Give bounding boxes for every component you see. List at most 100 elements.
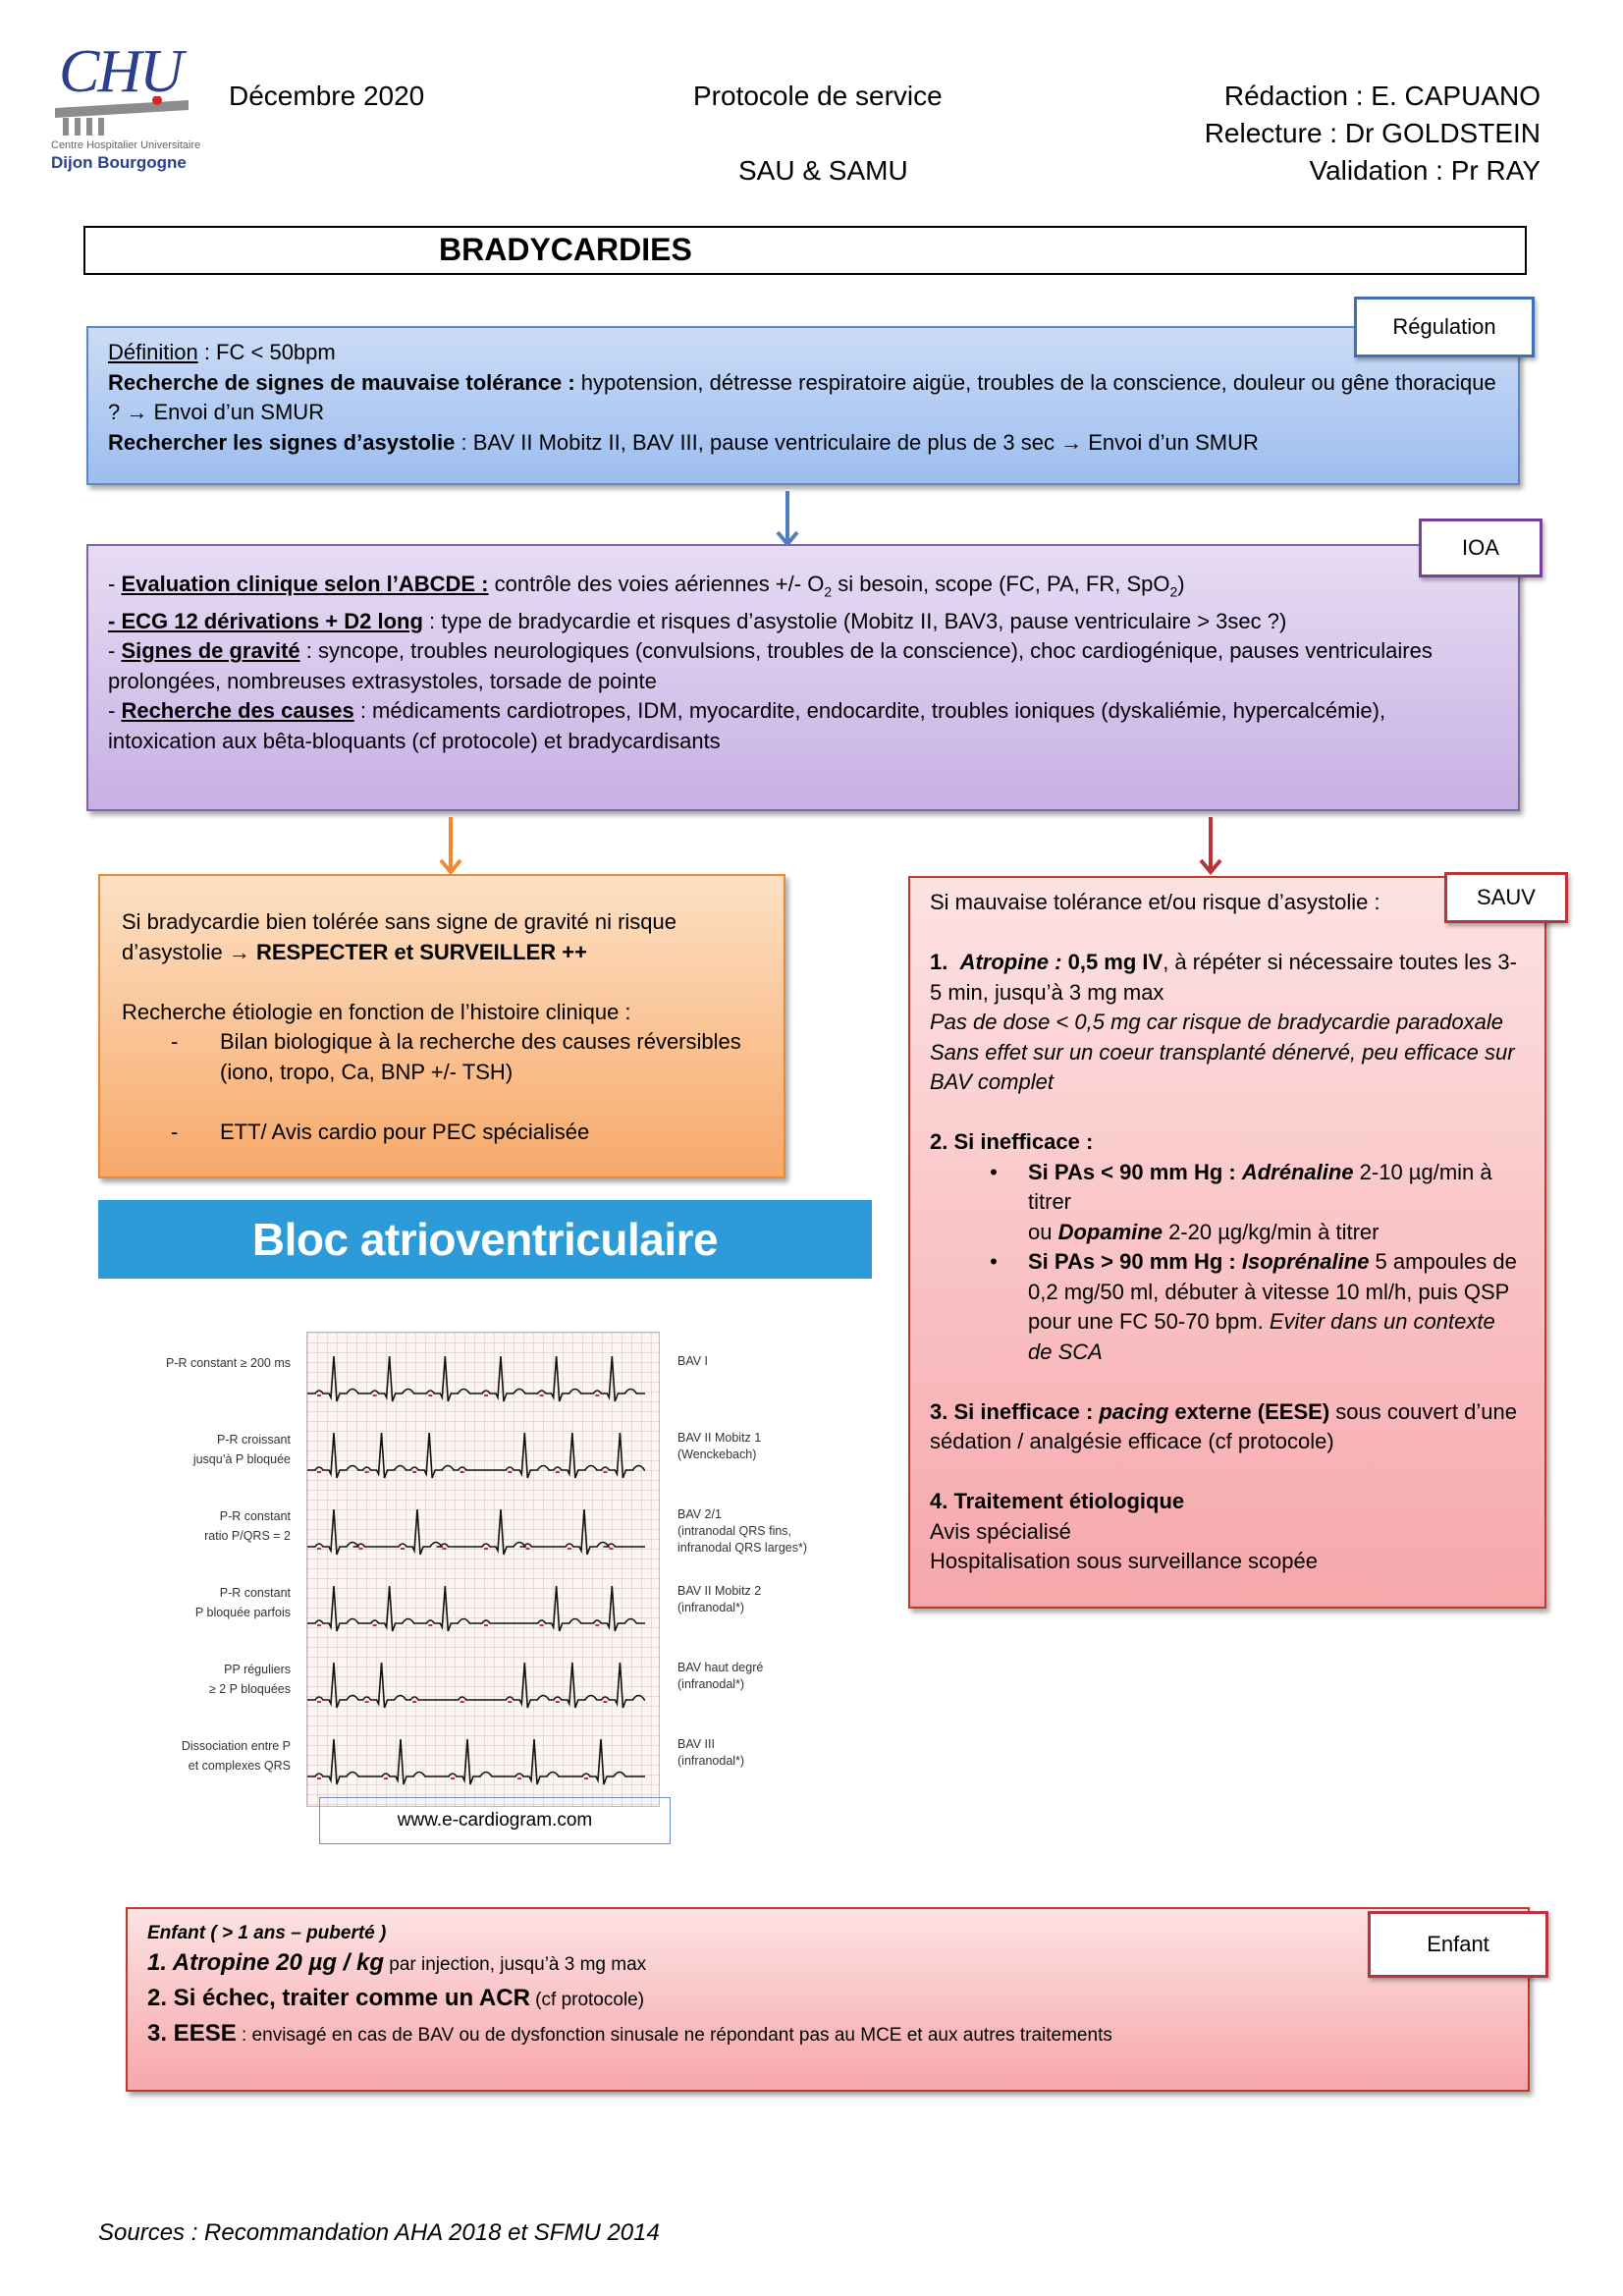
bav-row-left-line: P-R croissant xyxy=(216,1433,291,1447)
enfant-acr: 2. Si échec, traiter comme un ACR xyxy=(147,1985,530,2011)
ecg-text: : type de bradycardie et risques d’asyst… xyxy=(422,608,1287,633)
eese-label: externe (EESE) xyxy=(1168,1398,1330,1424)
bav-row-left-line: P-R constant ≥ 200 ms xyxy=(165,1356,291,1370)
ecg-trace xyxy=(307,1738,645,1785)
bav-banner: Bloc atrioventriculaire xyxy=(98,1200,872,1279)
step-4-title: 4. Traitement étiologique xyxy=(930,1489,1185,1513)
bav-row-right-line: BAV II Mobitz 1 xyxy=(677,1431,762,1445)
bav-row-right-label: BAV 2/1(intranodal QRS fins,infranodal Q… xyxy=(677,1506,807,1557)
mauvaise-tolerance-label: Recherche de signes de mauvaise toléranc… xyxy=(108,369,575,395)
bav-row-right-label: BAV III(infranodal*) xyxy=(677,1736,744,1770)
definition-label: Définition xyxy=(108,340,198,364)
atropine-note-1: Pas de dose < 0,5 mg car risque de brady… xyxy=(930,1010,1503,1034)
bav-row-right-line: (infranodal*) xyxy=(677,1601,745,1614)
bav-row-right-line: infranodal QRS larges*) xyxy=(677,1541,808,1555)
bav-row-right-line: BAV II Mobitz 2 xyxy=(677,1584,762,1598)
asystolie-label: Rechercher les signes d’asystolie xyxy=(108,429,456,455)
ecg-label: - ECG 12 dérivations + D2 long xyxy=(108,608,423,633)
abcde-text-2: si besoin, scope (FC, PA, FR, SpO xyxy=(832,572,1170,596)
adrenaline-label: Adrénaline xyxy=(1241,1159,1354,1184)
enfant-atropine-text: par injection, jusqu’à 3 mg max xyxy=(383,1954,647,1975)
logo: CHU Centre Hospitalier Universitaire Dij… xyxy=(51,37,201,175)
bav-row-left-line: Dissociation entre P xyxy=(181,1739,291,1753)
ou-text: ou xyxy=(1028,1219,1058,1244)
list-item: • Si PAs < 90 mm Hg : Adrénaline 2-10 µg… xyxy=(990,1159,1492,1244)
gravite-label: Signes de gravité xyxy=(121,638,300,664)
causes-text: : médicaments cardiotropes, IDM, myocard… xyxy=(108,698,1386,753)
asystolie-text: : BAV II Mobitz II, BAV III, pause ventr… xyxy=(455,429,1259,455)
adrenaline-dose: 2-10 µg/min à titrer xyxy=(1028,1159,1492,1215)
bav-row-left-line: ≥ 2 P bloquées xyxy=(208,1682,291,1696)
pas-inf-90-label: Si PAs < 90 mm Hg : xyxy=(1028,1159,1242,1184)
abcde-text: contrôle des voies aériennes +/- O xyxy=(488,572,825,596)
tag-ioa: IOA xyxy=(1419,519,1542,577)
enfant-intro: Enfant ( > 1 ans – puberté ) xyxy=(147,1923,387,1943)
dopamine-dose: 2-20 µg/kg/min à titrer xyxy=(1162,1219,1380,1244)
enfant-atropine: 1. Atropine 20 µg / kg xyxy=(147,1949,384,1976)
list-item: - Bilan biologique à la recherche des ca… xyxy=(171,1027,762,1087)
mauvaise-tolerance-text: hypotension, détresse respiratoire aigüe… xyxy=(108,369,1496,425)
bav-row-left-line: P-R constant xyxy=(219,1509,291,1523)
arrow-down-icon xyxy=(439,817,462,881)
bav-row-right-line: (infranodal*) xyxy=(677,1754,745,1768)
pacing-label: pacing xyxy=(1099,1398,1169,1424)
bien-toleree-box: Si bradycardie bien tolérée sans signe d… xyxy=(98,874,785,1178)
isoprenaline-label: Isoprénaline xyxy=(1241,1249,1370,1274)
ecg-trace xyxy=(307,1432,646,1479)
ecg-trace xyxy=(307,1508,645,1556)
hospitalisation: Hospitalisation sous surveillance scopée xyxy=(930,1549,1318,1573)
header-relecture: Relecture : Dr GOLDSTEIN xyxy=(1204,118,1541,148)
bav-source-box: www.e-cardiogram.com xyxy=(319,1797,671,1844)
bav-banner-title: Bloc atrioventriculaire xyxy=(251,1214,719,1265)
ecg-trace xyxy=(307,1355,645,1402)
pas-sup-90-label: Si PAs > 90 mm Hg : xyxy=(1028,1249,1242,1274)
enfant-acr-text: (cf protocole) xyxy=(529,1990,645,2010)
bav-row-right-label: BAV II Mobitz 2 (infranodal*) xyxy=(677,1583,761,1616)
isoprenaline-dose: 5 ampoules de 0,2 mg/50 ml, débuter à vi… xyxy=(1028,1249,1517,1334)
bien-toleree-text: Si bradycardie bien tolérée sans signe d… xyxy=(122,909,676,964)
bav-row-left-label: P-R constant ≥ 200 ms xyxy=(166,1353,291,1373)
step-3-title: 3. Si inefficace : xyxy=(930,1398,1100,1424)
logo-subtitle: Centre Hospitalier Universitaire xyxy=(51,139,201,151)
ecg-trace xyxy=(307,1662,646,1709)
pacing-text: sous couvert d’une sédation / analgésie … xyxy=(930,1398,1517,1454)
bav-row-left-label: P-R constant ratio P/QRS = 2 xyxy=(204,1506,291,1546)
ioa-box: - Evaluation clinique selon l’ABCDE : co… xyxy=(86,544,1520,811)
respecter-surveiller-text: RESPECTER et SURVEILLER ++ xyxy=(255,939,587,964)
definition-text: : FC < 50bpm xyxy=(197,340,336,364)
regulation-box: Définition : FC < 50bpm Recherche de sig… xyxy=(86,326,1520,485)
atropine-label: Atropine : xyxy=(959,950,1062,974)
list-item: - ETT/ Avis cardio pour PEC spécialisée xyxy=(171,1118,762,1148)
bav-row-right-label: BAV haut degré (infranodal*) xyxy=(677,1660,763,1693)
tag-sauv: SAUV xyxy=(1444,872,1568,923)
page-title: BRADYCARDIES xyxy=(439,232,692,267)
step-1-number: 1. xyxy=(930,950,948,974)
avis-specialise: Avis spécialisé xyxy=(930,1518,1071,1544)
atropine-text: , à répéter si nécessaire toutes les 3- … xyxy=(930,950,1517,1005)
step-2-title: 2. Si inefficace : xyxy=(930,1129,1094,1154)
bav-row-left-line: PP réguliers xyxy=(224,1663,291,1676)
tag-enfant: Enfant xyxy=(1368,1911,1548,1978)
bav-row-right-line: (infranodal*) xyxy=(677,1677,745,1691)
bav-row-right-line: BAV 2/1 xyxy=(677,1507,722,1521)
bav-source-link[interactable]: www.e-cardiogram.com xyxy=(397,1810,593,1831)
bav-row-left-label: PP réguliers ≥ 2 P bloquées xyxy=(209,1660,291,1699)
bav-row-left-line: P bloquée parfois xyxy=(194,1606,291,1619)
abcde-text-3: ) xyxy=(1177,572,1185,596)
abcde-label: Evaluation clinique selon l’ABCDE : xyxy=(121,572,489,596)
header-service: SAU & SAMU xyxy=(738,155,908,186)
spo2-subscript: 2 xyxy=(1169,583,1178,600)
bav-row-right-line: BAV haut degré xyxy=(677,1661,764,1674)
atropine-note-2: Sans effet sur un coeur transplanté déne… xyxy=(930,1039,1515,1095)
sauv-box: Si mauvaise tolérance et/ou risque d’asy… xyxy=(908,876,1546,1609)
header-validation: Validation : Pr RAY xyxy=(1309,155,1541,186)
ecg-trace xyxy=(307,1585,645,1632)
bav-row-left-line: ratio P/QRS = 2 xyxy=(204,1529,291,1543)
enfant-eese-text: : envisagé en cas de BAV ou de dysfoncti… xyxy=(236,2025,1112,2046)
title-box: BRADYCARDIES xyxy=(83,226,1527,275)
bilan-biologique-item: Bilan biologique à la recherche des caus… xyxy=(220,1029,741,1084)
